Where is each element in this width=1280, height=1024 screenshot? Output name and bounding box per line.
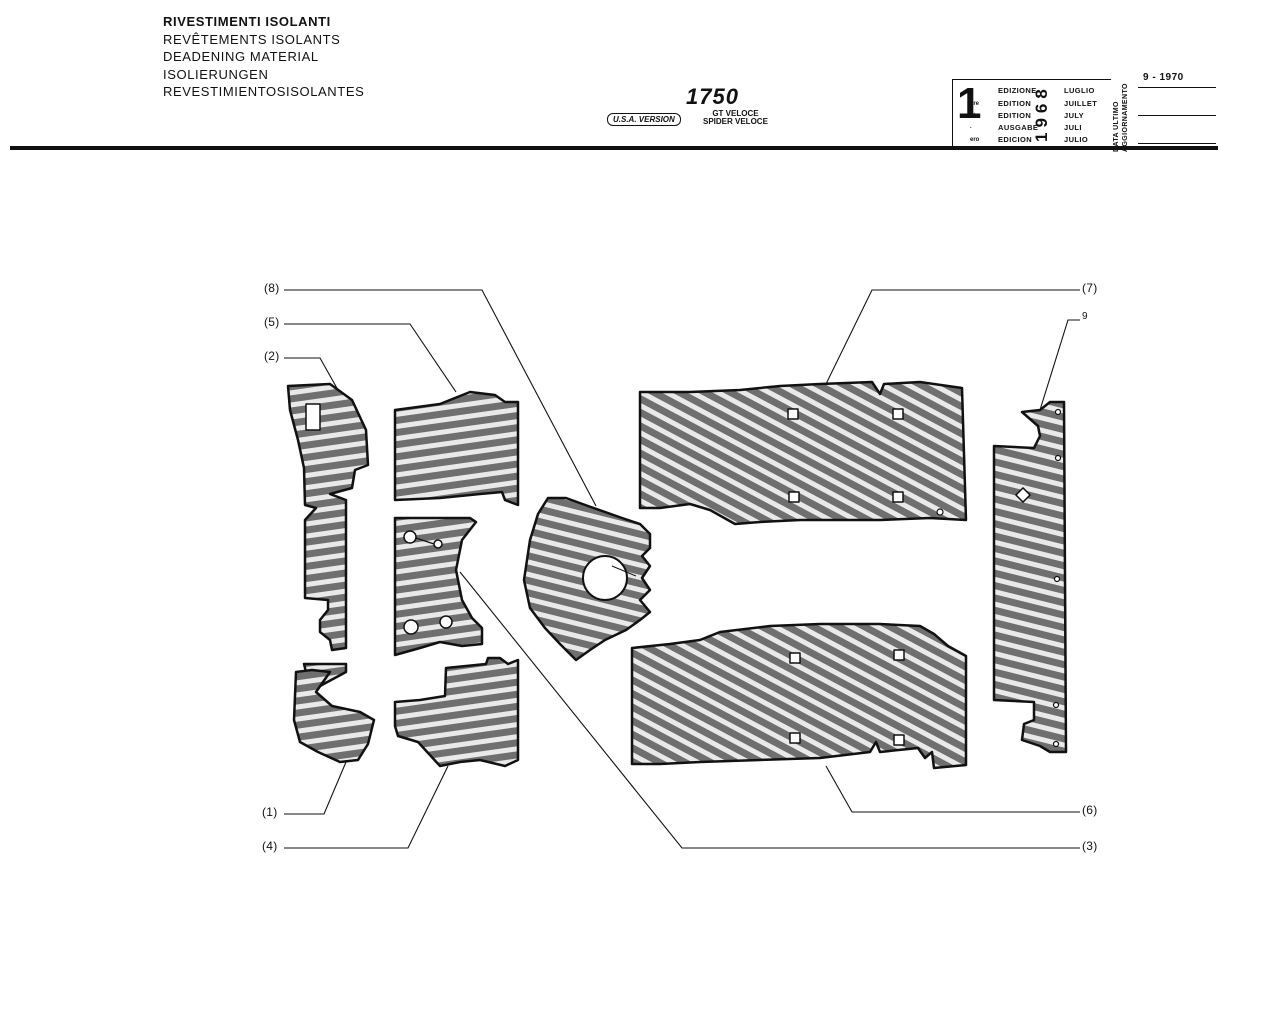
model-variants: GT VELOCE SPIDER VELOCE <box>703 110 768 126</box>
model-logo: 1750 <box>686 84 739 109</box>
leader-7 <box>825 289 1080 385</box>
edition-ordinal: a <box>970 88 974 94</box>
header-rule <box>10 146 1218 150</box>
edition-month: JUILLET <box>1064 99 1098 108</box>
usa-version-badge: U.S.A. VERSION <box>607 113 681 126</box>
callout-7: (7) <box>1082 281 1098 295</box>
part-4 <box>393 656 520 768</box>
leader-6 <box>825 765 1080 813</box>
callout-8: (8) <box>264 281 280 295</box>
edition-language: EDICION <box>998 135 1033 144</box>
title-french: REVÊTEMENTS ISOLANTS <box>163 31 341 47</box>
leader-2 <box>284 357 339 391</box>
leader-4 <box>284 765 449 849</box>
part-2 <box>286 382 370 652</box>
update-line <box>1138 143 1216 144</box>
part-9 <box>992 400 1068 754</box>
part-6 <box>630 622 968 770</box>
title-block: RIVESTIMENTI ISOLANTI REVÊTEMENTS ISOLAN… <box>163 13 364 101</box>
callout-6: (6) <box>1082 803 1098 817</box>
title-german: ISOLIERUNGEN <box>163 66 269 82</box>
update-line <box>1138 115 1216 116</box>
edition-ordinal: st <box>970 113 976 119</box>
update-date: 9 - 1970 <box>1143 72 1184 83</box>
leader-lines <box>284 289 1080 849</box>
callout-9: 9 <box>1082 311 1088 322</box>
part-3 <box>393 516 484 657</box>
variant-gt: GT VELOCE <box>712 109 759 118</box>
edition-month: JULY <box>1064 111 1085 120</box>
part-2-window <box>305 403 321 431</box>
edition-language: EDIZIONE <box>998 86 1037 95</box>
edition-month: JULIO <box>1064 135 1089 144</box>
title-italian: RIVESTIMENTI ISOLANTI <box>163 14 331 29</box>
part-1 <box>292 668 376 764</box>
title-spanish: REVESTIMIENTOSISOLANTES <box>163 84 365 99</box>
callout-1: (1) <box>262 805 278 819</box>
part-8-detail-line <box>611 565 637 577</box>
title-english: DEADENING MATERIAL <box>163 49 319 64</box>
variant-spider: SPIDER VELOCE <box>703 117 768 126</box>
edition-language: EDITION <box>998 99 1032 108</box>
edition-month: JULI <box>1064 123 1082 132</box>
edition-ordinal: . <box>970 124 972 130</box>
edition-ordinal: ero <box>970 137 980 143</box>
callout-3: (3) <box>1082 839 1098 853</box>
part-7 <box>638 380 968 526</box>
edition-language: EDITION <box>998 111 1032 120</box>
leader-5 <box>284 323 457 393</box>
update-line <box>1138 87 1216 88</box>
callout-5: (5) <box>264 315 280 329</box>
callout-2: (2) <box>264 349 280 363</box>
edition-ordinal: ere <box>970 101 980 107</box>
part-5 <box>393 390 520 507</box>
edition-month: LUGLIO <box>1064 86 1095 95</box>
leader-8 <box>284 289 597 507</box>
leader-1 <box>284 761 347 815</box>
callout-4: (4) <box>262 839 278 853</box>
part-8-hole <box>582 555 628 601</box>
leader-3 <box>459 571 1080 849</box>
edition-language: AUSGABE <box>998 123 1039 132</box>
edition-number: 1 <box>957 79 982 128</box>
leader-9 <box>1039 319 1080 411</box>
